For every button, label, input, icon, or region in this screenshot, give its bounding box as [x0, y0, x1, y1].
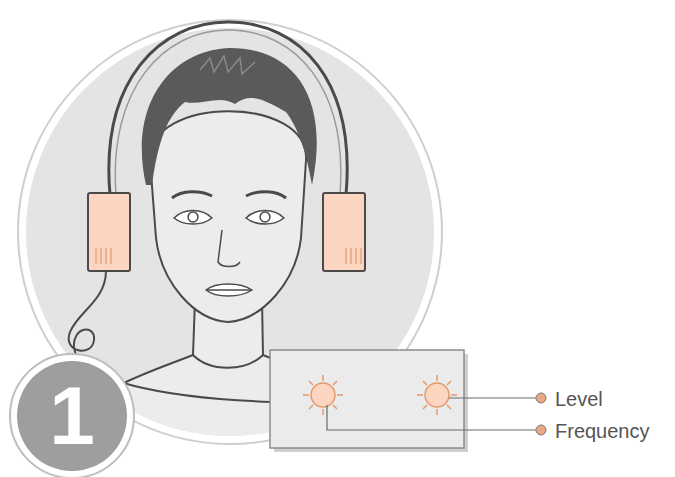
frequency-knob — [303, 375, 343, 415]
leader-dot — [536, 393, 546, 403]
control-label: Level — [555, 389, 603, 409]
ear-cup — [323, 193, 365, 271]
headband — [109, 22, 347, 195]
leader-line — [449, 397, 536, 398]
callout-badge: 1 — [8, 352, 136, 477]
level-knob — [417, 375, 457, 415]
control-panel — [270, 350, 464, 448]
leader-line — [327, 405, 536, 430]
leader-dot — [536, 425, 546, 435]
ear-cup — [88, 193, 130, 271]
control-label: Frequency — [555, 421, 650, 441]
callout-number: 1 — [8, 352, 136, 477]
